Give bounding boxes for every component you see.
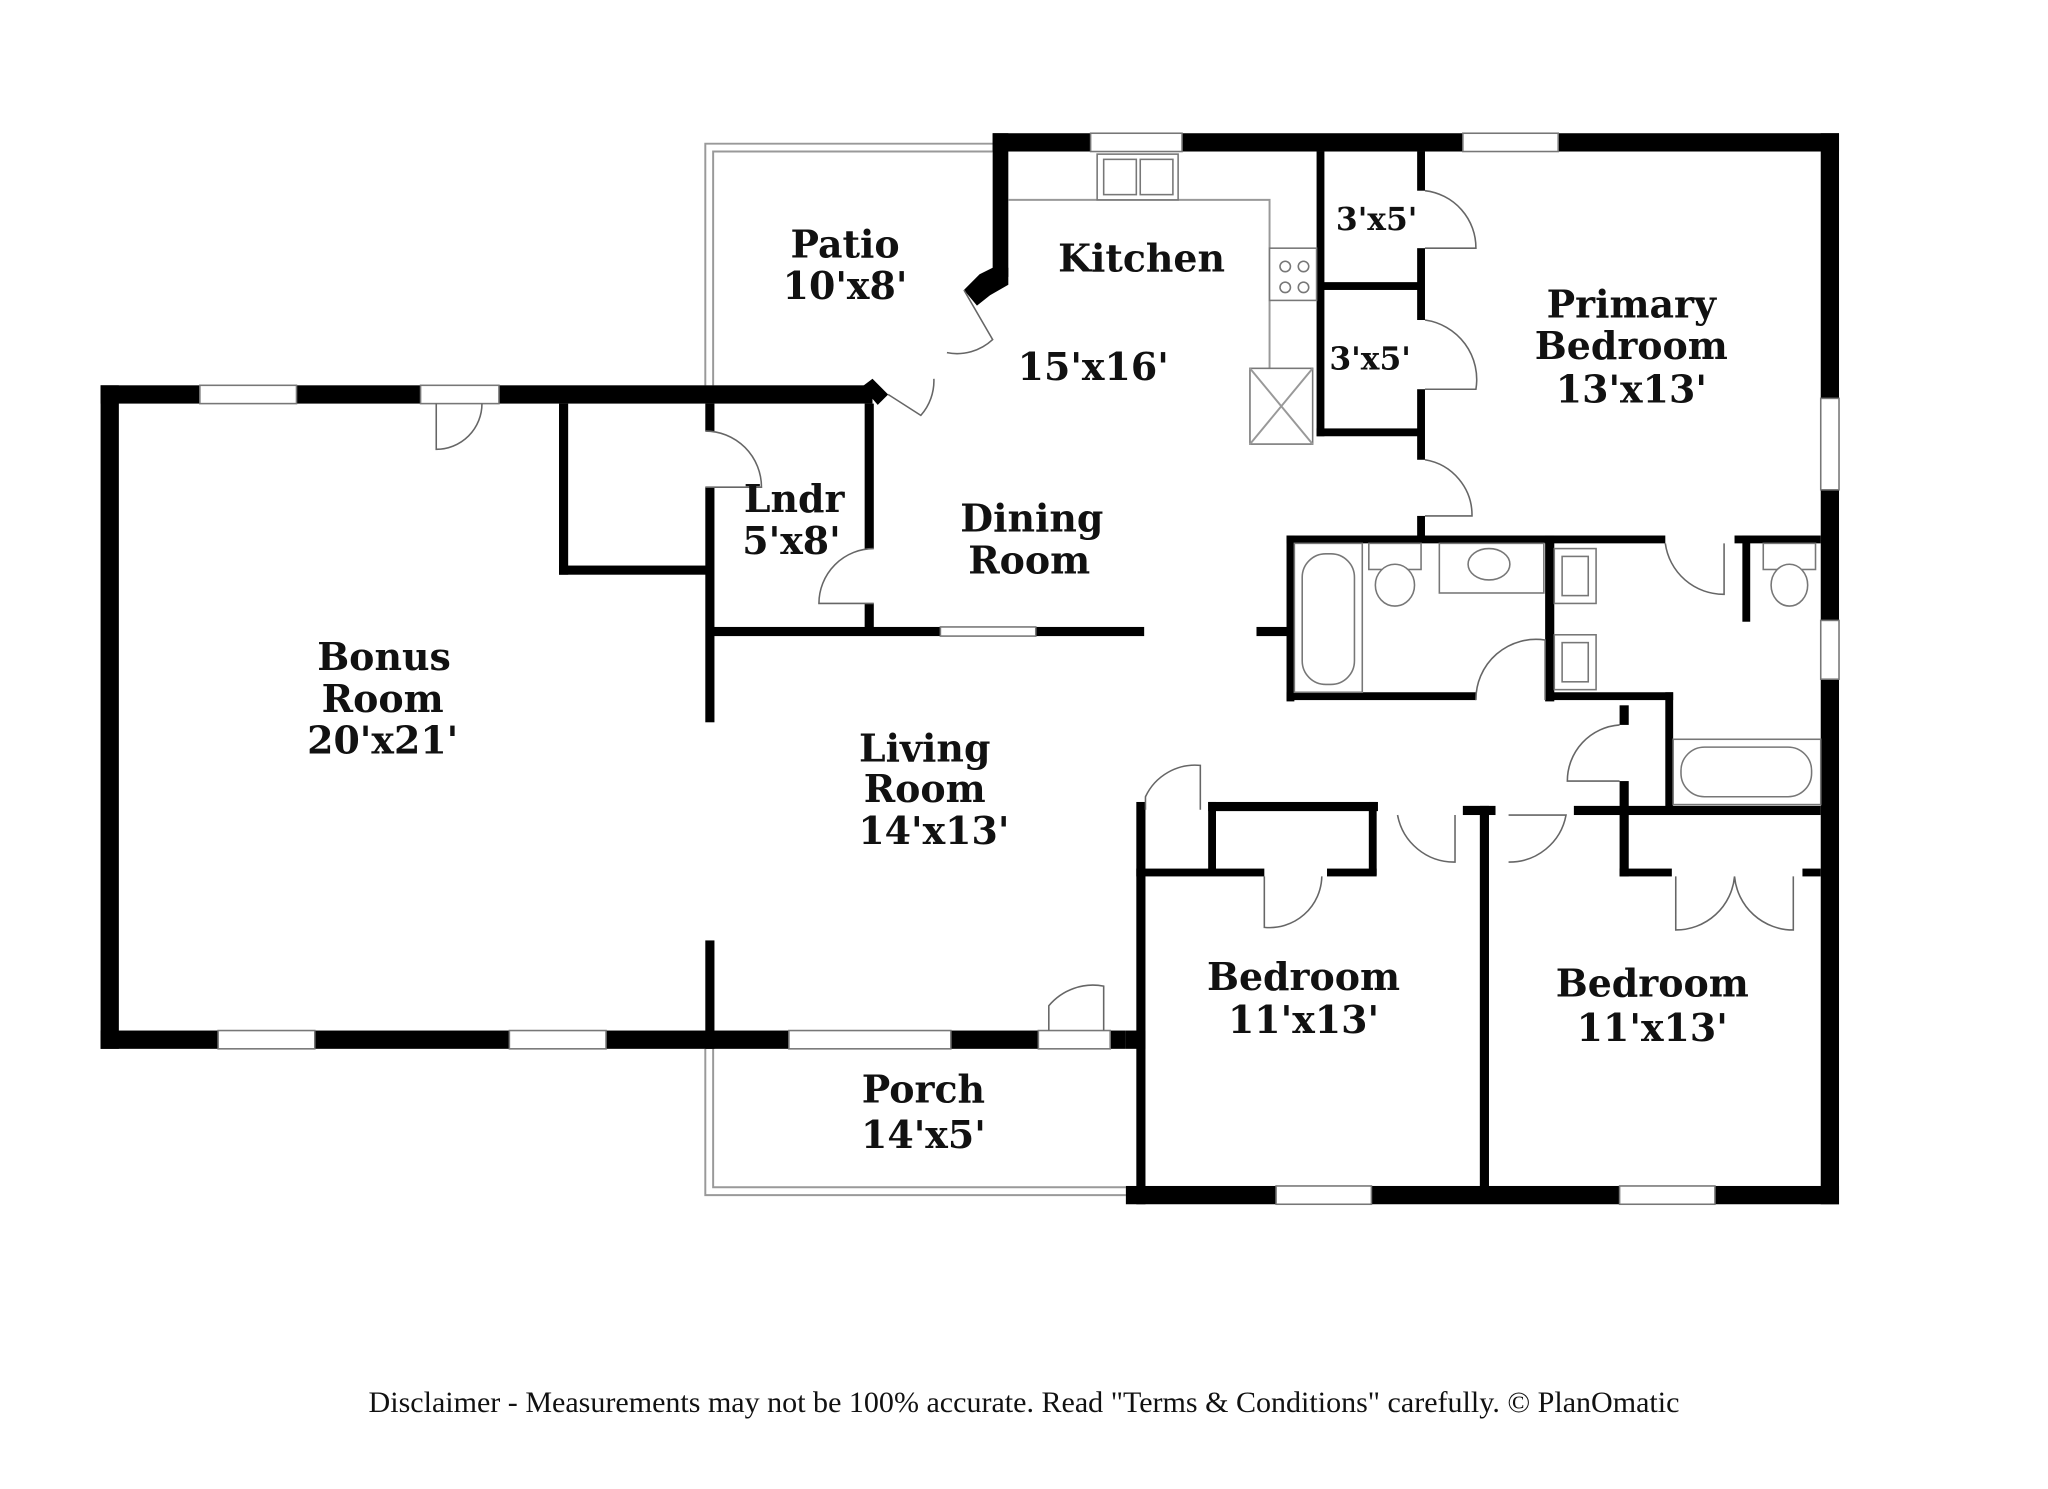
porch-outline: [704, 1048, 1126, 1197]
windows: [199, 132, 1840, 1206]
patio-size: 10'x8': [783, 263, 908, 308]
kitchen-size: 15'x16': [1018, 344, 1169, 389]
doors: [419, 189, 1795, 1050]
disclaimer: Disclaimer - Measurements may not be 100…: [369, 1386, 1680, 1419]
patio-outline: [704, 142, 993, 386]
porch-size: 14'x5': [861, 1112, 986, 1157]
closet-size: 3'x5': [1329, 342, 1410, 378]
bedroom-size: 11'x13': [1228, 997, 1379, 1042]
room-labels: Patio 10'x8' Kitchen 15'x16' 3'x5' 3'x5'…: [307, 202, 1749, 1157]
living-room-label: Living: [859, 725, 990, 770]
dining-room-label: Dining: [960, 496, 1103, 541]
primary-bedroom-size: 13'x13': [1556, 366, 1707, 411]
primary-bedroom-label: Bedroom: [1535, 323, 1728, 368]
laundry-size: 5'x8': [742, 518, 840, 563]
bedroom-label: Bedroom: [1207, 954, 1400, 999]
fixtures: [1008, 153, 1822, 806]
living-room-label: Room: [864, 766, 986, 811]
closet-size: 3'x5': [1336, 202, 1417, 238]
laundry-label: Lndr: [744, 476, 846, 521]
bonus-room-size: 20'x21': [307, 718, 458, 763]
bedroom-label: Bedroom: [1556, 961, 1749, 1006]
bonus-room-label: Room: [322, 676, 444, 721]
patio-label: Patio: [791, 221, 900, 266]
porch-label: Porch: [862, 1066, 985, 1111]
bonus-room-label: Bonus: [317, 634, 451, 679]
primary-bedroom-label: Primary: [1547, 281, 1717, 326]
dining-room-label: Room: [968, 537, 1090, 582]
bedroom-size: 11'x13': [1577, 1005, 1728, 1050]
kitchen-label: Kitchen: [1058, 236, 1225, 281]
stove: [1268, 247, 1318, 302]
living-room-size: 14'x13': [858, 808, 1009, 853]
